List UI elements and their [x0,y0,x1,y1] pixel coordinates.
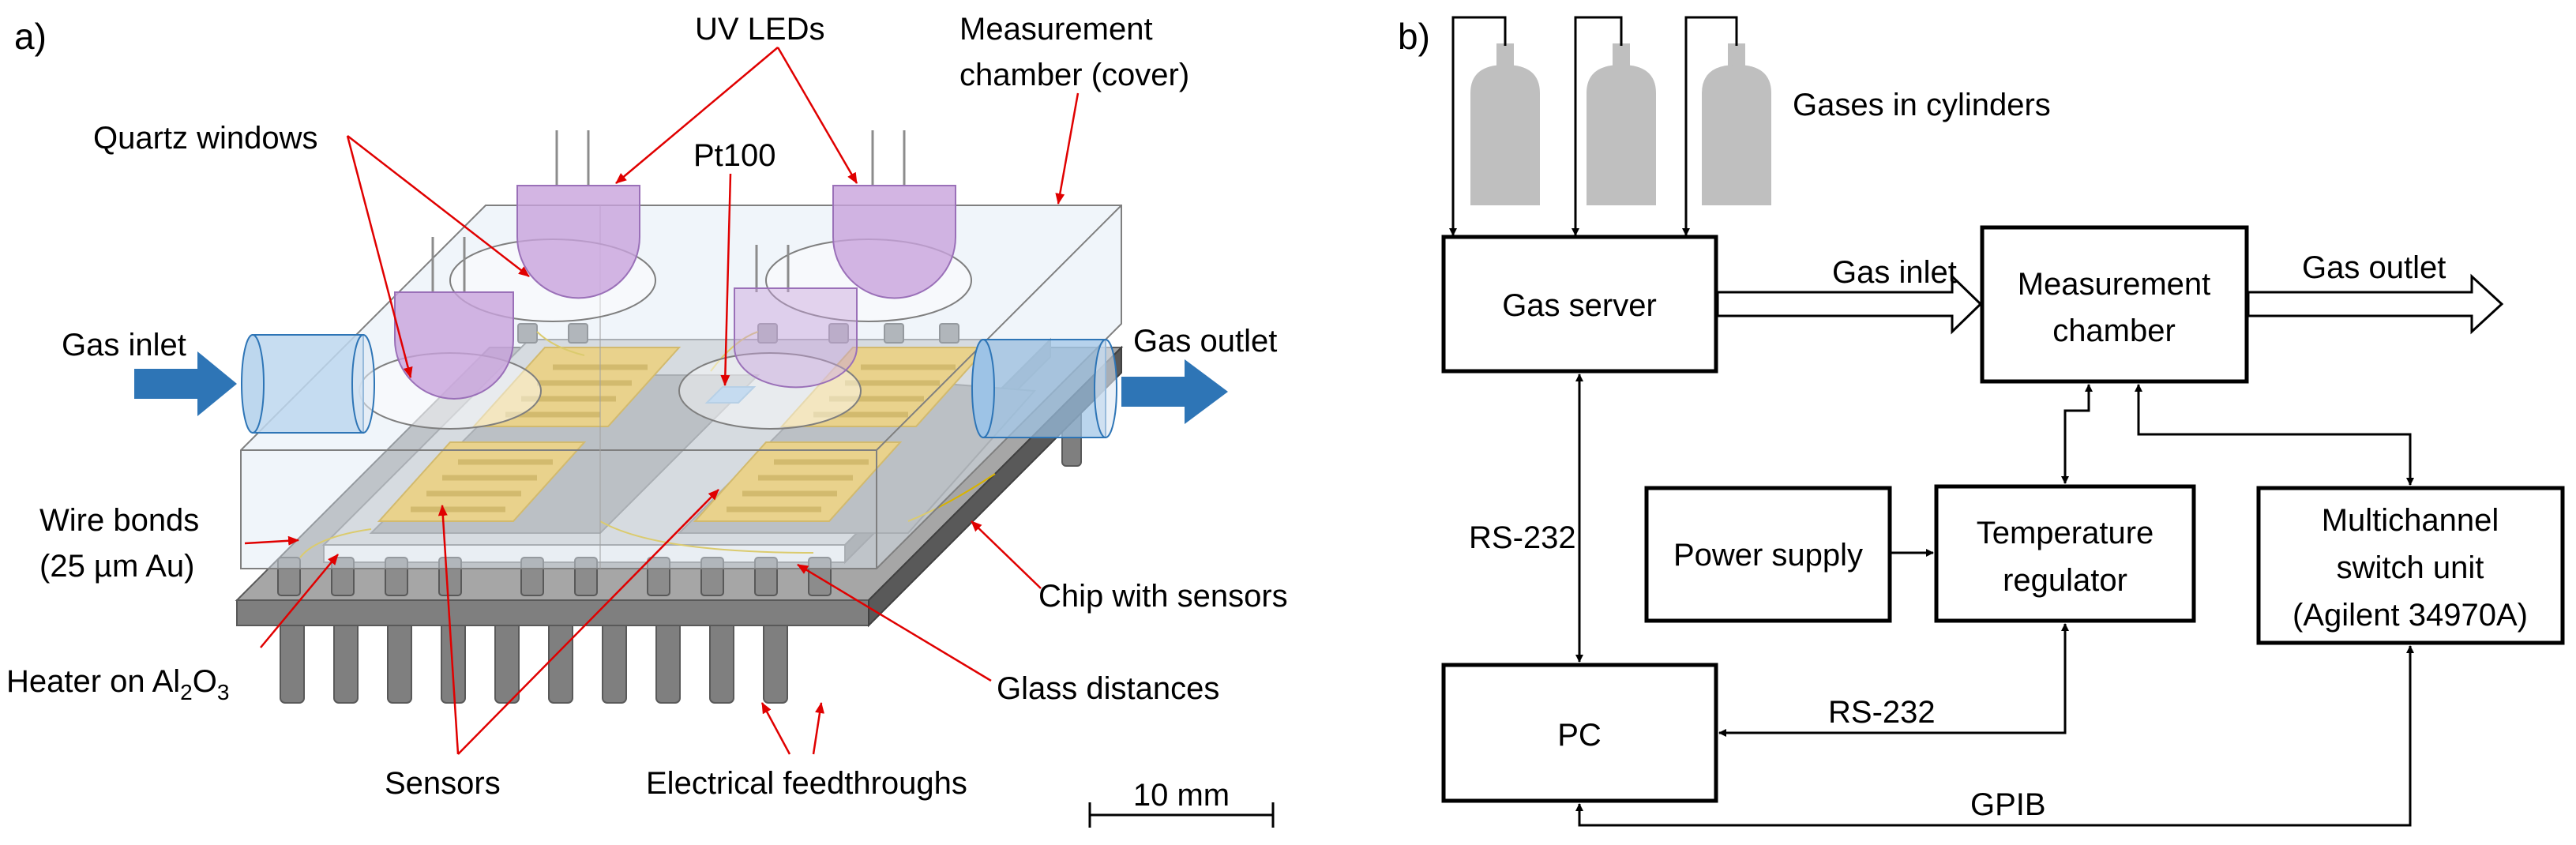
contact-posts [277,323,959,596]
annotation-lines [244,47,1080,755]
power-supply-box [1644,486,1892,623]
label-measurement-chamber-1: Measurement [959,12,1153,47]
label-measurement-chamber-2: chamber (cover) [959,58,1189,92]
gas-outlet-flow-arrow [2247,273,2504,335]
label-wire-bonds-2: (25 µm Au) [39,549,194,584]
gas-flow-arrows [1716,273,2504,335]
device-illustration: a) [6,12,1288,828]
switch-unit-label-3: (Agilent 34970A) [2292,598,2528,633]
label-gpib: GPIB [1970,787,2046,822]
gas-inlet-flow-arrow [1716,273,1983,335]
gas-inlet-arrow [134,351,237,416]
label-pt100: Pt100 [693,138,776,173]
flow-arrows [134,351,1228,424]
panel-b-label: b) [1398,16,1430,57]
electrode-fingers [411,364,956,513]
scale-bar [1088,802,1275,828]
label-glass-distances: Glass distances [997,671,1219,706]
label-gas-inlet-flow: Gas inlet [1832,255,1957,290]
connections [1575,374,2414,827]
gas-tubes [241,334,1117,438]
pt100-sensor [704,386,757,404]
pc-label: PC [1557,718,1602,753]
switch-unit-box [2256,486,2565,645]
label-gases-in-cylinders: Gases in cylinders [1793,88,2051,122]
scale-bar-label: 10 mm [1133,778,1230,813]
label-quartz-windows: Quartz windows [93,121,318,156]
label-rs232-left: RS-232 [1469,520,1576,555]
label-uv-leds: UV LEDs [695,12,825,47]
setup-schematic: b) Gases in cylinders Gas server Measure… [1398,16,2565,827]
cylinder-1 [1470,43,1540,205]
measurement-chamber-label-1: Measurement [2018,267,2211,302]
cylinder-3 [1702,43,1771,205]
temperature-regulator-label-1: Temperature [1977,516,2154,550]
uv-leds [394,130,956,400]
gas-server-box [1441,235,1718,374]
measurement-chamber-box [1980,225,2249,384]
panel-a-label: a) [14,16,47,57]
switch-unit-label-1: Multichannel [2322,503,2499,538]
temperature-regulator-label-2: regulator [2003,563,2127,598]
gas-outlet-arrow [1121,359,1228,424]
label-gas-outlet: Gas outlet [1133,324,1277,359]
label-chip-with-sensors: Chip with sensors [1038,579,1288,614]
label-gas-outlet-flow: Gas outlet [2302,250,2446,285]
label-rs232-bottom: RS-232 [1828,695,1936,730]
power-supply-label: Power supply [1673,538,1863,573]
gas-cylinders [1470,43,1771,205]
switch-unit-label-2: switch unit [2337,550,2484,585]
cylinder-lines [1449,16,1738,236]
label-sensors: Sensors [385,766,501,801]
measurement-chamber-label-2: chamber [2052,314,2176,348]
label-heater: Heater on Al2O3 [6,664,229,704]
label-wire-bonds-1: Wire bonds [39,503,199,538]
label-gas-inlet: Gas inlet [62,328,186,362]
pc-box [1441,663,1718,803]
cylinder-2 [1587,43,1656,205]
label-electrical-feedthroughs: Electrical feedthroughs [646,766,967,801]
gas-server-label: Gas server [1502,288,1657,323]
temperature-regulator-box [1934,484,2196,623]
